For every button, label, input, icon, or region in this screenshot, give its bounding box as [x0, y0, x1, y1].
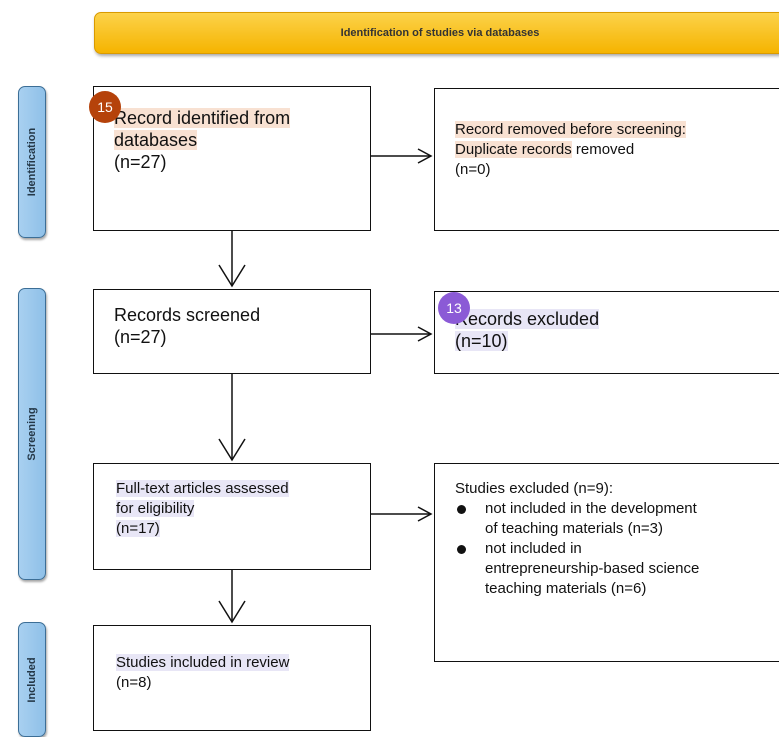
arrow-screened-to-fulltext	[218, 374, 246, 462]
screened-count: (n=27)	[114, 327, 167, 347]
arrow-fulltext-to-included	[218, 570, 246, 624]
arrow-identified-to-removed	[371, 148, 433, 164]
identified-count: (n=27)	[114, 152, 167, 172]
excluded-count: (n=10)	[455, 331, 508, 351]
included-line1: Studies included in review	[116, 654, 290, 671]
header-title: Identification of studies via databases	[340, 27, 540, 39]
identified-line1: Record identified from	[114, 108, 291, 128]
records-identified-box: Record identified from databases (n=27)	[93, 86, 371, 231]
excluded-line1: Records excluded	[455, 309, 600, 329]
header-banner: Identification of studies via databases	[94, 12, 779, 54]
records-removed-box: Record removed before screening: Duplica…	[434, 88, 779, 231]
fulltext-count: (n=17)	[116, 520, 160, 537]
studies-included-box: Studies included in review (n=8)	[93, 625, 371, 731]
stage-included: Included	[18, 622, 46, 737]
studies-excluded-box: Studies excluded (n=9): not included in …	[434, 463, 779, 662]
removed-line2-rest: removed	[571, 141, 635, 158]
records-screened-box: Records screened (n=27)	[93, 289, 371, 374]
annotation-badge-15[interactable]: 15	[89, 91, 121, 123]
identified-line2: databases	[114, 130, 198, 150]
stage-identification: Identification	[18, 86, 46, 238]
arrow-identified-to-screened	[218, 231, 246, 288]
arrow-screened-to-excluded	[371, 326, 433, 342]
screened-line1: Records screened	[114, 305, 261, 325]
removed-count: (n=0)	[455, 161, 491, 178]
fulltext-line2: for eligibility	[116, 500, 195, 517]
fulltext-assessed-box: Full-text articles assessed for eligibil…	[93, 463, 371, 570]
arrow-fulltext-to-studies-excluded	[371, 506, 433, 522]
included-count: (n=8)	[116, 674, 152, 691]
removed-duplicate-text: Duplicate records	[455, 141, 572, 158]
list-item: not included in the development of teach…	[455, 499, 779, 539]
fulltext-line1: Full-text articles assessed	[116, 480, 289, 497]
exclusion-reasons-list: not included in the development of teach…	[455, 499, 779, 599]
annotation-badge-13[interactable]: 13	[438, 292, 470, 324]
stage-screening: Screening	[18, 288, 46, 580]
studies-excluded-title: Studies excluded (n=9):	[455, 480, 614, 497]
list-item: not included in entrepreneurship-based s…	[455, 539, 779, 599]
removed-line1: Record removed before screening:	[455, 121, 686, 138]
records-excluded-box: Records excluded (n=10)	[434, 291, 779, 374]
